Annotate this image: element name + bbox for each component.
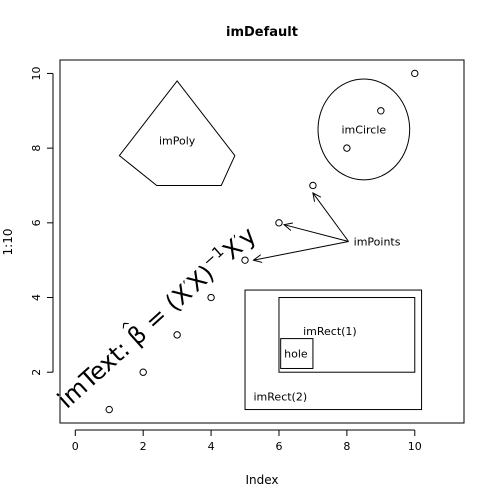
- svg-text:imText: β = (X′X)−1X′y: imText: β = (X′X)−1X′y: [50, 219, 261, 414]
- arrow-line: [253, 241, 349, 261]
- x-axis-label: Index: [245, 473, 278, 487]
- outer-rectangle-label: imRect(2): [254, 390, 308, 403]
- data-point: [411, 69, 419, 78]
- arrow-line: [283, 224, 349, 242]
- data-point: [343, 144, 351, 152]
- x-tick-label: 2: [140, 440, 147, 453]
- polygon-shape: [118, 80, 236, 186]
- arrow-head: [312, 192, 322, 202]
- x-tick-label: 10: [408, 440, 422, 453]
- arrow-line: [312, 192, 349, 242]
- data-point: [207, 293, 215, 302]
- inner-rectangle: [278, 297, 416, 373]
- arrow-head: [252, 254, 263, 263]
- y-tick-label: 10: [30, 66, 43, 80]
- data-point: [105, 405, 113, 414]
- data-point: [173, 331, 181, 339]
- plot-frame: [59, 59, 465, 424]
- x-tick-label: 4: [208, 440, 215, 453]
- arrow-head: [282, 222, 293, 231]
- inner-rectangle-label: imRect(1): [303, 325, 357, 338]
- x-tick-label: 6: [275, 440, 282, 453]
- data-point: [139, 368, 147, 376]
- chart-title: imDefault: [226, 25, 298, 40]
- math-annotation: imText: β = (X′X)−1X′y ^: [50, 219, 261, 414]
- y-tick-label: 4: [30, 294, 43, 301]
- y-axis-label: 1:10: [1, 229, 15, 256]
- math-text-lead: imText:: [52, 330, 141, 414]
- outer-rectangle: [244, 289, 423, 411]
- y-tick-label: 6: [30, 219, 43, 226]
- y-tick-label: 8: [30, 145, 43, 152]
- annotations-layer: imPoly imCircle imRect(2) imRect(1) hole imPo…: [118, 78, 423, 411]
- data-point: [275, 219, 283, 227]
- data-points: [105, 69, 419, 414]
- hole-label: hole: [284, 348, 308, 361]
- data-point: [241, 256, 249, 264]
- axes: 0 2 4 6 8 10 2 4 6 8 10: [30, 66, 422, 453]
- circle-shape: [317, 78, 411, 181]
- x-tick-label: 0: [72, 440, 79, 453]
- polygon-label: imPoly: [159, 135, 196, 148]
- x-tick-label: 8: [343, 440, 350, 453]
- arrows-label: imPoints: [354, 236, 401, 249]
- y-tick-label: 2: [30, 369, 43, 376]
- circle-label: imCircle: [342, 123, 387, 136]
- hole-rectangle: [280, 338, 314, 369]
- data-point: [309, 181, 317, 190]
- data-point: [377, 107, 385, 115]
